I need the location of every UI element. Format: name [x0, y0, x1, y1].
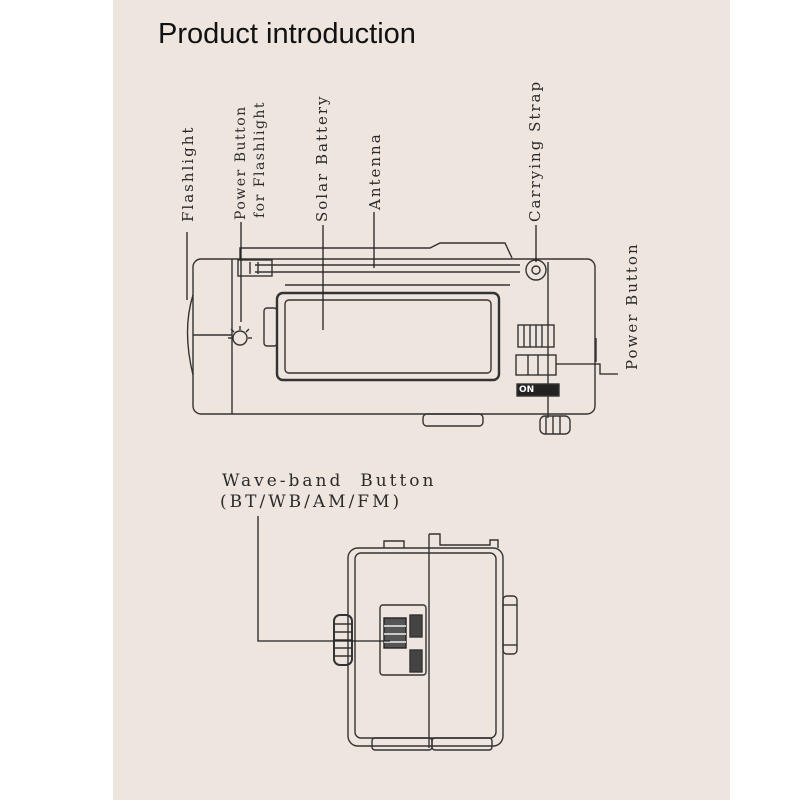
label-power-button: Power Button [623, 242, 641, 370]
flashlight-lens [186, 294, 194, 376]
solar-panel [275, 291, 501, 382]
tuning-knob [539, 415, 571, 435]
flashlight-bulb-icon [232, 330, 248, 346]
radio-body [192, 258, 596, 415]
label-wave-band-options: (BT/WB/AM/FM) [220, 492, 403, 512]
label-wave-band: Wave-band Button [222, 471, 437, 491]
antenna [239, 242, 513, 259]
strap-ring [525, 259, 547, 281]
page-title: Product introduction [158, 18, 416, 50]
label-power-flashlight-line1: Power Button [233, 105, 249, 220]
radio-foot [422, 413, 484, 427]
on-indicator [516, 383, 560, 397]
radio-top-view [186, 242, 597, 435]
solar-clip [263, 307, 278, 347]
side-foot [371, 737, 433, 751]
label-antenna: Antenna [366, 132, 384, 210]
label-power-flashlight-line2: for Flashlight [252, 100, 268, 218]
leader-line-wave-band [257, 516, 390, 642]
on-marking: ON [519, 385, 535, 395]
radio-side-view [333, 533, 518, 751]
label-carrying-strap: Carrying Strap [526, 79, 544, 222]
on-switch [515, 354, 557, 376]
leader-lines-top [186, 212, 618, 375]
wave-band-selector [379, 604, 427, 676]
label-solar-battery: Solar Battery [313, 94, 331, 222]
flashlight-switch [237, 259, 273, 277]
label-flashlight: Flashlight [179, 125, 197, 222]
side-bump [502, 595, 518, 655]
